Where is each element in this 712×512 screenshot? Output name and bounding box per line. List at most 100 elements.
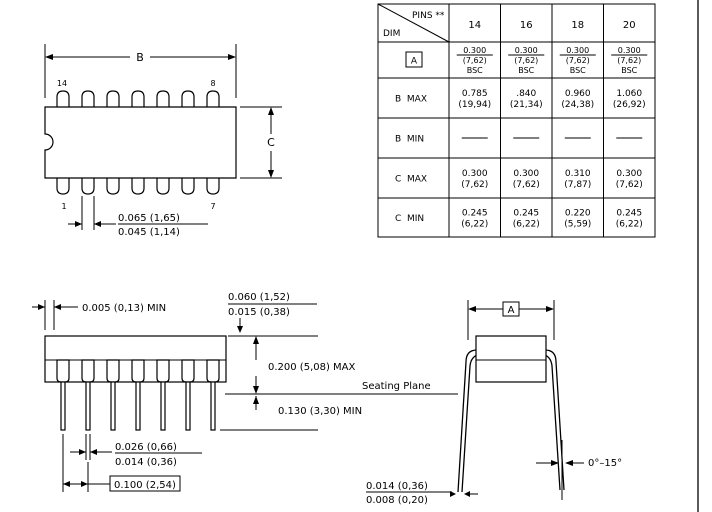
pin-width-max: 0.065 (1,65) xyxy=(118,213,180,224)
arrowhead xyxy=(253,386,259,394)
pin-count-header: 16 xyxy=(520,20,533,31)
pin xyxy=(156,178,170,195)
cell-value-metric: (7,62) xyxy=(616,180,643,190)
pin xyxy=(206,178,220,195)
cell-value-metric: (6,22) xyxy=(513,220,540,230)
arrowhead xyxy=(75,221,82,227)
thickness-min: 0.008 (0,20) xyxy=(366,495,428,506)
cell-value-metric: (7,62) xyxy=(617,56,641,65)
lead-tip xyxy=(85,381,91,431)
cell-value: 0.220 xyxy=(565,209,591,219)
pin xyxy=(81,178,95,195)
cell-value: 0.300 xyxy=(566,46,589,55)
top-pins xyxy=(56,90,220,107)
pin xyxy=(106,178,120,195)
pin-count-header: 14 xyxy=(468,20,481,31)
dim-a-label: A xyxy=(508,305,515,316)
arrowhead xyxy=(237,326,243,333)
side-view: 0.005 (0,13) MIN 0.060 (1,52) 0.015 (0,3… xyxy=(32,292,458,492)
lead-shoulder xyxy=(131,359,145,383)
arrowhead xyxy=(45,54,53,60)
pin xyxy=(56,90,70,107)
lead-tip xyxy=(135,381,141,431)
pin-width-min: 0.045 (1,14) xyxy=(118,227,180,238)
arrowhead xyxy=(551,460,559,466)
thickness-max: 0.014 (0,36) xyxy=(366,481,428,492)
angle-label: 0°–15° xyxy=(588,458,622,469)
pin xyxy=(181,178,195,195)
cell-value-metric: (7,62) xyxy=(513,180,540,190)
cell-value-metric: (21,34) xyxy=(510,100,543,110)
cell-value-basic: BSC xyxy=(621,66,637,75)
lead-shoulder xyxy=(81,359,95,383)
end-body xyxy=(475,335,547,383)
pin-8-label: 8 xyxy=(210,79,215,88)
row-label: C MIN xyxy=(395,214,424,224)
arrowhead xyxy=(468,306,476,312)
cell-value-metric: (26,92) xyxy=(613,100,646,110)
pin xyxy=(106,90,120,107)
cell-value-metric: (7,62) xyxy=(514,56,538,65)
standoff-min: 0.015 (0,38) xyxy=(228,307,290,318)
package-body xyxy=(44,106,237,179)
dim-header: DIM xyxy=(383,29,400,39)
dim-b-label: B xyxy=(136,51,144,64)
row-label: B MAX xyxy=(395,95,427,105)
pin xyxy=(131,90,145,107)
cell-value-basic: BSC xyxy=(467,66,483,75)
lead-tip xyxy=(110,381,116,431)
pin xyxy=(181,90,195,107)
table-border xyxy=(377,3,656,238)
pin xyxy=(56,178,70,195)
cell-value: 0.300 xyxy=(618,46,641,55)
pin-14-label: 14 xyxy=(57,79,67,88)
lead-tip xyxy=(185,381,191,431)
arrowhead xyxy=(268,107,274,115)
lead-shoulder xyxy=(156,359,170,383)
pin-count-header: 20 xyxy=(623,20,636,31)
lead-shoulder xyxy=(206,359,220,383)
end-lead-left xyxy=(457,349,478,493)
dim-c-label: C xyxy=(267,136,275,149)
lead-tip xyxy=(160,381,166,431)
cell-value-metric: (24,38) xyxy=(561,100,594,110)
standoff-max: 0.060 (1,52) xyxy=(228,292,290,303)
side-leads xyxy=(56,359,220,431)
lead-shoulder xyxy=(181,359,195,383)
arrowhead xyxy=(565,460,573,466)
cell-value: 0.310 xyxy=(565,169,591,179)
row-label: A xyxy=(411,57,418,67)
lead-width-min: 0.014 (0,36) xyxy=(115,457,177,468)
dim-a-box xyxy=(502,301,520,317)
end-lead-right xyxy=(544,349,565,491)
lead-shoulder xyxy=(56,359,70,383)
cell-value: 0.300 xyxy=(515,46,538,55)
cell-value-metric: (7,62) xyxy=(566,56,590,65)
top-view: B 14 8 1 7 xyxy=(44,44,282,238)
lead-length-label: 0.130 (3,30) MIN xyxy=(278,406,362,417)
cell-value: 0.785 xyxy=(462,89,488,99)
cell-value-basic: BSC xyxy=(518,66,534,75)
arrowhead xyxy=(38,304,45,310)
cell-value: 0.300 xyxy=(462,169,488,179)
arrowhead xyxy=(228,54,236,60)
cell-value-metric: (7,62) xyxy=(461,180,488,190)
arrowhead xyxy=(63,481,70,487)
cell-value: 0.245 xyxy=(616,209,642,219)
pin-count-header: 18 xyxy=(571,20,584,31)
cell-value: 0.245 xyxy=(513,209,539,219)
end-view: A 0°–15° 0.014 (0,36) 0.008 (0,20) xyxy=(366,300,622,506)
cell-value-metric: (6,22) xyxy=(461,220,488,230)
cell-value: 1.060 xyxy=(616,89,642,99)
cell-value: 0.300 xyxy=(616,169,642,179)
arrowhead xyxy=(464,491,470,497)
pins-header: PINS ** xyxy=(412,11,445,21)
row-label: B MIN xyxy=(395,135,424,145)
pin-7-label: 7 xyxy=(210,202,215,211)
cell-value-metric: (5,59) xyxy=(564,220,591,230)
seating-plane-label: Seating Plane xyxy=(362,381,431,392)
pin xyxy=(206,90,220,107)
arrowhead xyxy=(253,396,259,404)
cell-value-basic: BSC xyxy=(570,66,586,75)
